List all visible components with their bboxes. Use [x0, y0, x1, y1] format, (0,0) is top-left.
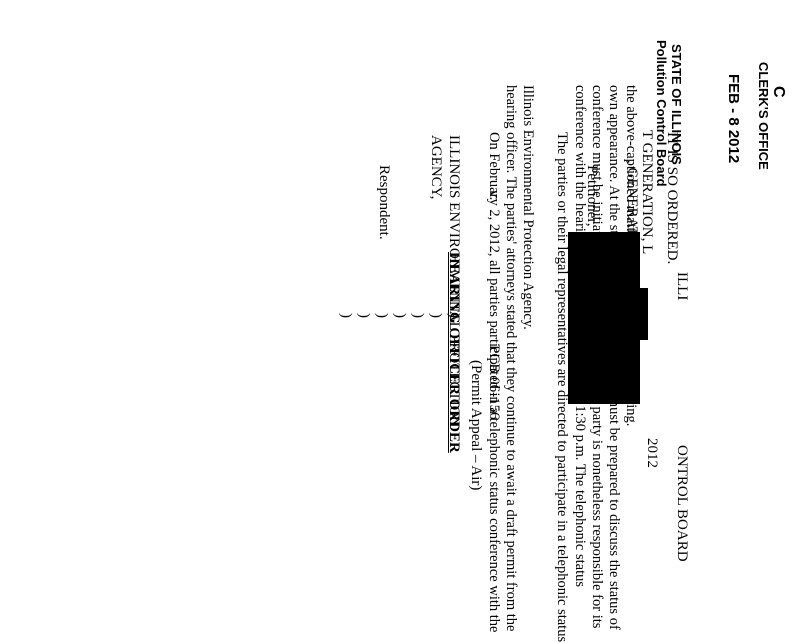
court-heading-left: ILLI [674, 272, 690, 301]
caption-paren: ) [374, 313, 390, 318]
heading-date: 2012 [644, 438, 660, 468]
stamp-date: FEB - 8 2012 [725, 74, 742, 164]
caption-paren: ) [410, 313, 426, 318]
court-heading-right: ONTROL BOARD [674, 445, 690, 562]
caption-paren: ) [428, 313, 444, 318]
paragraph2-line: conference must be initiated by the peti… [589, 85, 605, 629]
case-type: (Permit Appeal – Air) [468, 360, 484, 491]
paragraph2-line: The parties or their legal representativ… [554, 132, 570, 642]
paragraph2-line: the above-captioned matter and their rea… [623, 85, 639, 427]
caption-paren: ) [356, 313, 372, 318]
paragraph1-line: On February 2, 2012, all parties partici… [486, 132, 502, 633]
scanned-page: C CLERK'S OFFICE FEB - 8 2012 STATE OF I… [338, 40, 787, 642]
caption-paren: ) [392, 313, 408, 318]
caption-paren: ) [338, 313, 354, 318]
paragraph2-line: own appearance. At the status conference… [606, 85, 622, 630]
order-title: HEARING OFFICER ORDER [446, 252, 462, 453]
stamp-letter: C [770, 86, 787, 98]
paragraph1-line: Illinois Environmental Protection Agency… [520, 85, 536, 330]
paragraph2-line: conference with the hearing officer on M… [572, 85, 588, 587]
petitioner-name-line1: T GENERATION, L [639, 130, 655, 255]
respondent-name-line2: AGENCY, [428, 135, 444, 200]
paragraph1-line: hearing officer. The parties' attorneys … [503, 85, 519, 632]
closing-statement: IT IS SO ORDERED. [664, 132, 680, 265]
stamp-office: CLERK'S OFFICE [756, 62, 771, 170]
respondent-label: Respondent. [376, 165, 392, 240]
